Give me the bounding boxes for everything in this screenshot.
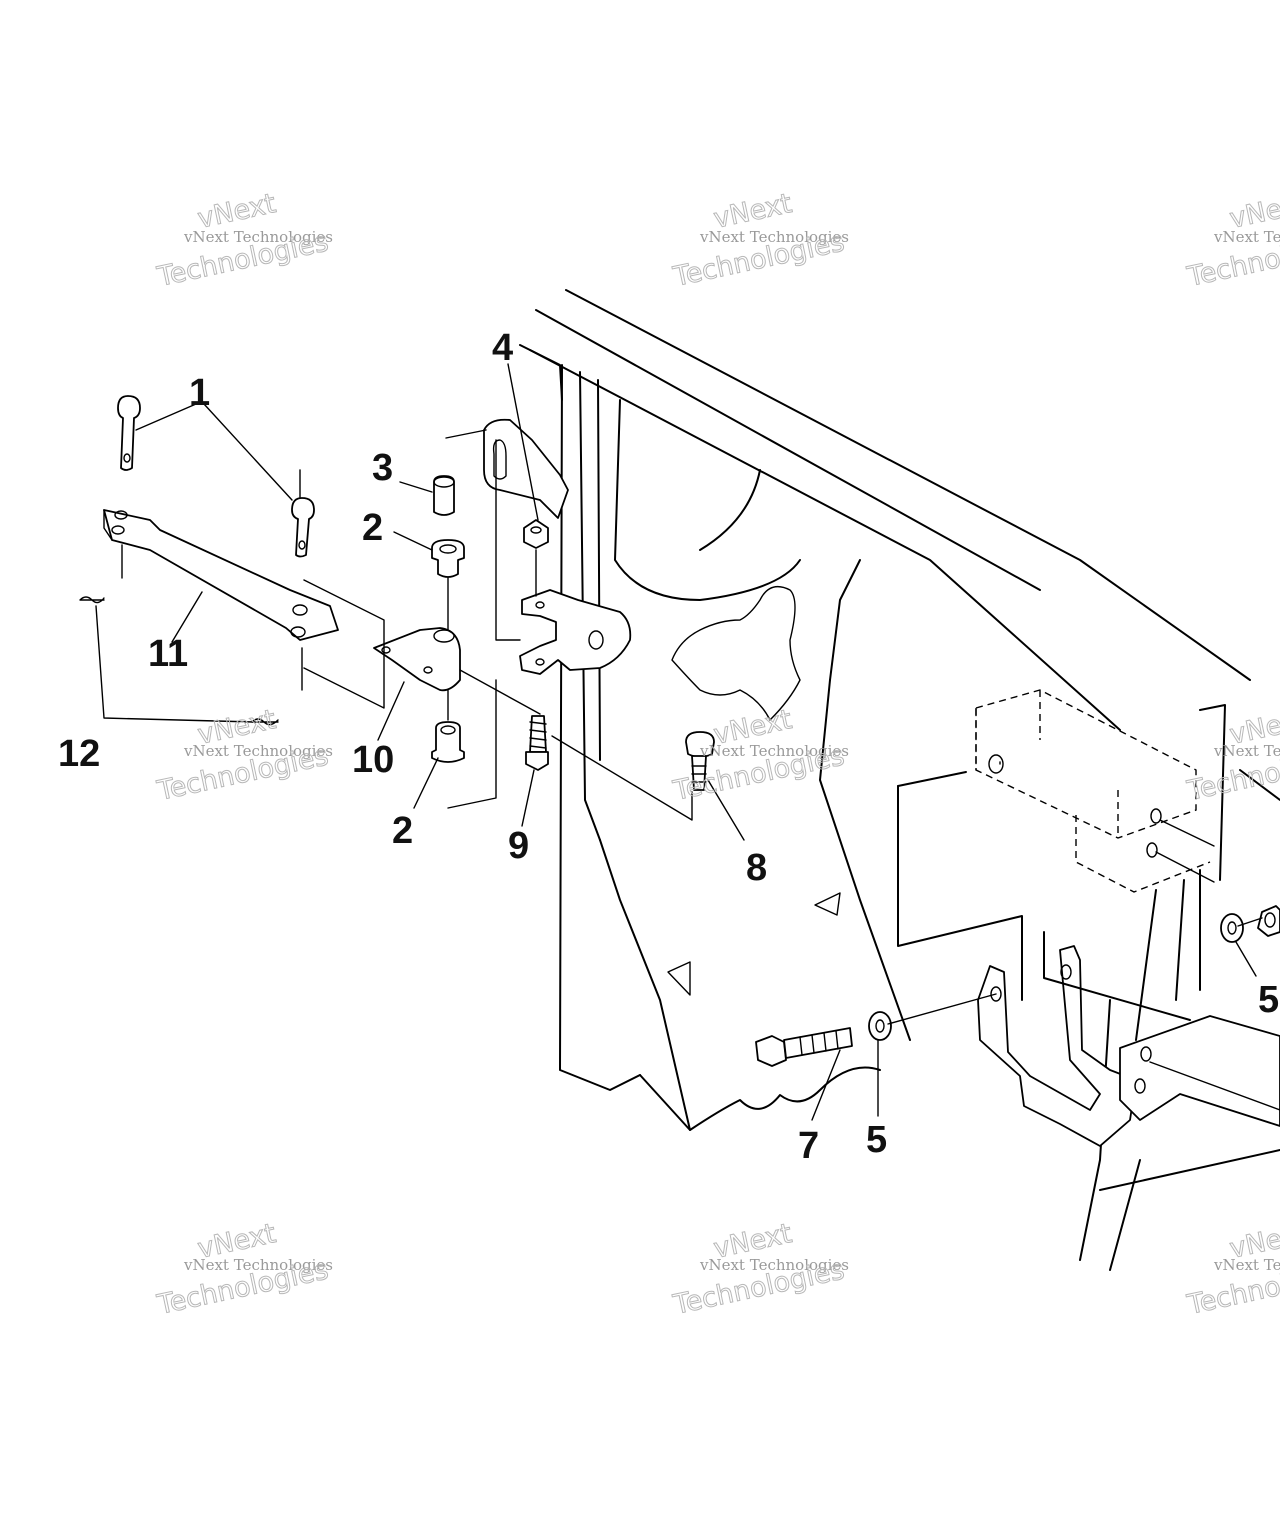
watermark-bottom-right: vNext vNext Technologies Technologies [1184,1218,1280,1322]
watermark-text: vNext Technologies [183,742,333,760]
watermark-mid-right: vNext vNext Technologies Technologies [1184,704,1280,808]
watermark-top-left: vNext vNext Technologies Technologies [154,188,333,294]
part-1-clevis-pins [117,395,315,558]
watermark-text: vNext Technologies [699,1256,849,1274]
callout-12: 12 [58,733,100,775]
callout-11: 11 [148,633,188,675]
frame-panel [519,289,1280,1271]
part-8-bolt [685,731,715,791]
part-7-long-bolt [755,1027,853,1067]
watermark-top-right: vNext vNext Technologies Technologies [1184,188,1280,294]
part-9-screw [525,715,549,771]
callout-2-upper: 2 [362,507,383,549]
callout-1: 1 [189,372,210,414]
part-11-link-arm [103,469,339,691]
part-5-washer-lower [868,1011,892,1041]
callout-8: 8 [746,847,767,889]
watermark-bottom-center: vNext vNext Technologies Technologies [670,1218,849,1322]
callout-labels: 1 2 2 3 4 5 5 7 8 9 10 11 12 [58,327,1279,1167]
watermark-top-center: vNext vNext Technologies Technologies [670,188,849,294]
watermark-text: vNext Technologies [183,1256,333,1274]
part-12-hair-pins [79,596,279,726]
part-5-washer-right [1220,905,1280,943]
callout-5-right: 5 [1258,979,1279,1021]
support-bracket [897,771,1280,1147]
watermark-text: vNext Technologies [699,742,849,760]
callout-10: 10 [352,739,394,781]
callout-3: 3 [372,447,393,489]
watermark-text: vNext Technologies [1213,742,1280,760]
watermark-text: vNext Technologies [1213,228,1280,246]
part-10-hinge-bracket [373,627,461,692]
watermark-text: vNext Technologies [1213,1256,1280,1274]
watermark-bottom-left: vNext vNext Technologies Technologies [154,1218,333,1322]
part-2-bushing-upper [431,539,465,578]
watermark-mid-center: vNext vNext Technologies Technologies [670,704,849,808]
watermark-text: vNext Technologies [699,228,849,246]
assembly-lines [95,363,1280,1121]
callout-7: 7 [798,1125,819,1167]
callout-2-lower: 2 [392,810,413,852]
part-2-bushing-lower [431,721,465,763]
callout-5-lower: 5 [866,1119,887,1161]
callout-4: 4 [492,327,513,369]
callout-9: 9 [508,825,529,867]
mounting-block-phantom [975,689,1211,893]
part-3-bushing [433,475,455,516]
watermark-text: vNext Technologies [183,228,333,246]
part-4-hinge-plate [483,418,632,675]
